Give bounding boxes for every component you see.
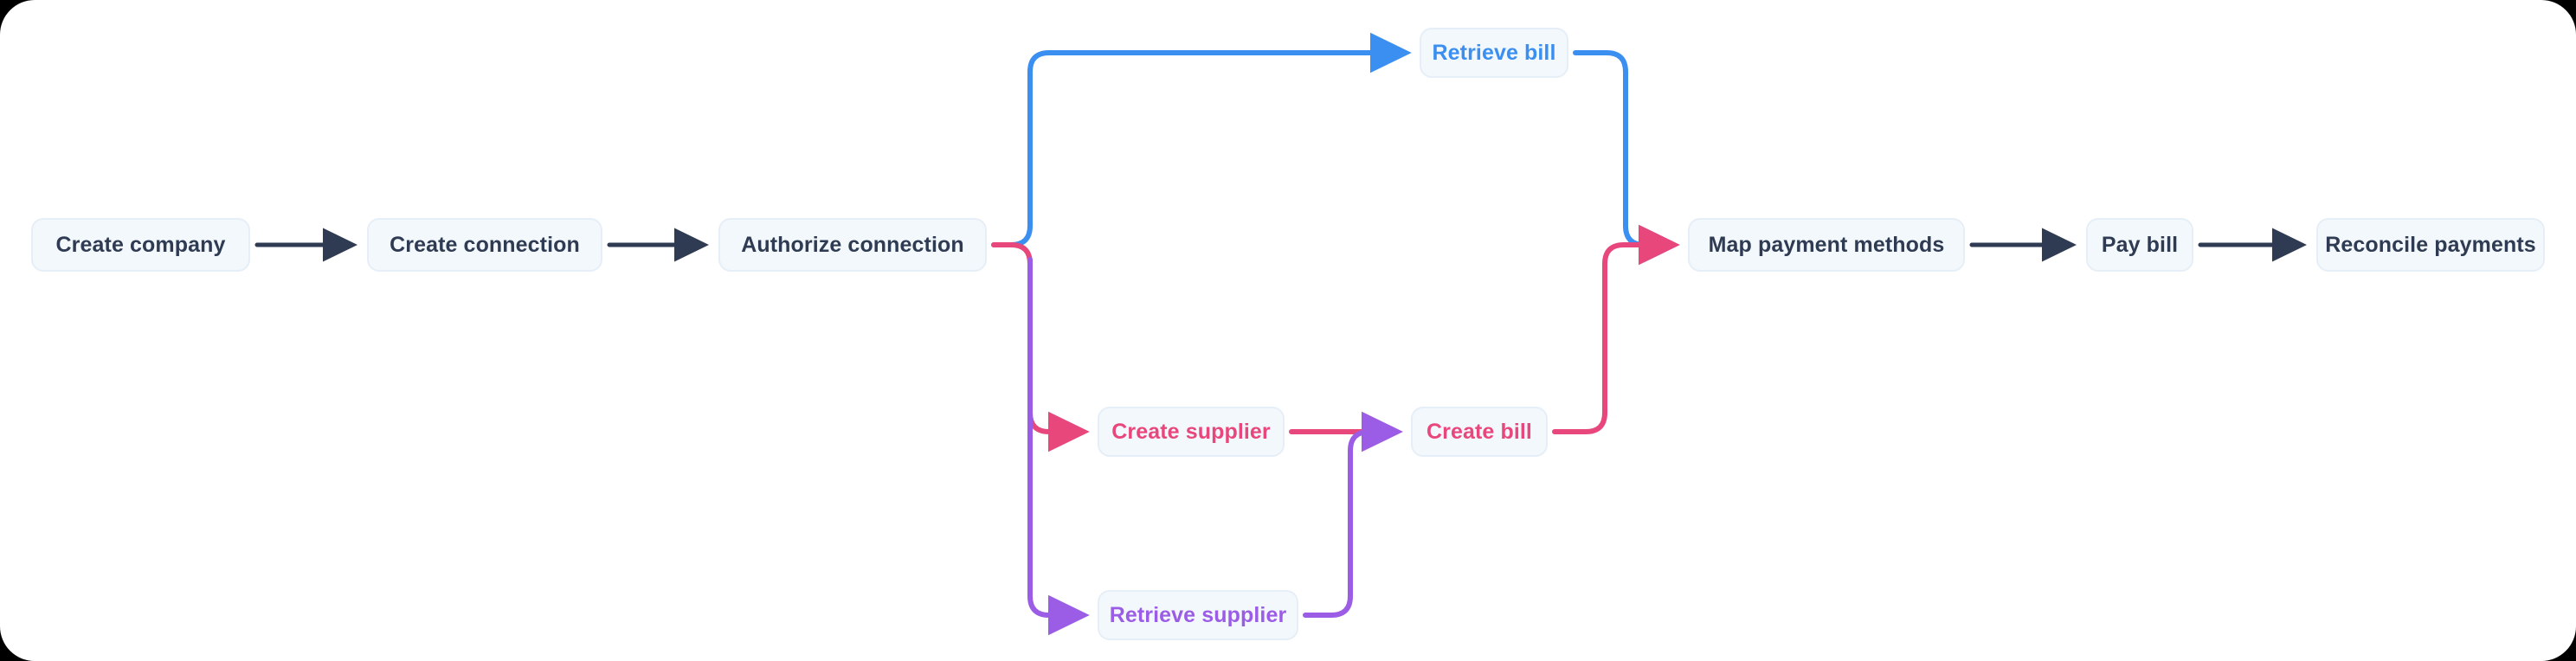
edge-authorize-to-create-supplier xyxy=(991,242,1090,452)
node-create-supplier[interactable]: Create supplier xyxy=(1098,407,1285,457)
node-pay-bill[interactable]: Pay bill xyxy=(2086,218,2193,272)
node-reconcile-payments[interactable]: Reconcile payments xyxy=(2316,218,2545,272)
node-create-connection[interactable]: Create connection xyxy=(367,218,602,272)
node-create-company[interactable]: Create company xyxy=(31,218,250,272)
node-retrieve-supplier[interactable]: Retrieve supplier xyxy=(1098,590,1298,640)
node-map-payment-methods[interactable]: Map payment methods xyxy=(1688,218,1965,272)
edge-create-bill-to-map xyxy=(1552,224,1680,434)
edge-retrieve-bill-to-map xyxy=(1573,50,1680,266)
edge-authorize-to-retrieve-supplier xyxy=(1027,257,1090,636)
node-authorize-connection[interactable]: Authorize connection xyxy=(718,218,987,272)
node-create-bill[interactable]: Create bill xyxy=(1411,407,1548,457)
edge-retrieve-supplier-to-create-bill xyxy=(1303,411,1403,618)
edge-authorize-to-retrieve-bill xyxy=(991,32,1412,247)
node-retrieve-bill[interactable]: Retrieve bill xyxy=(1420,28,1568,78)
